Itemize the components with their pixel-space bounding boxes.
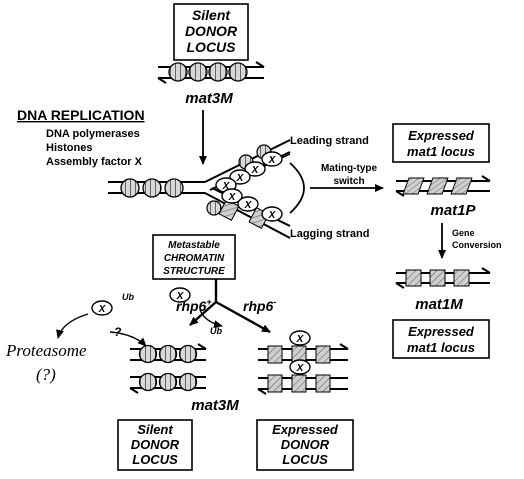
- svg-text:X: X: [268, 155, 277, 166]
- top-box-line-2: DONOR: [185, 23, 238, 39]
- factor-x-ub: [91, 300, 113, 316]
- expressed-mat1-top-box: Expressed mat1 locus: [392, 123, 490, 163]
- svg-text:LOCUS: LOCUS: [132, 452, 178, 467]
- top-silent-donor-box: Silent DONOR LOCUS: [173, 3, 249, 61]
- ub-label-right: Ub: [210, 326, 222, 336]
- proteasome-label: Proteasome: [5, 341, 87, 360]
- svg-text:X: X: [244, 200, 253, 211]
- ub-label-left: Ub: [122, 292, 134, 302]
- top-box-line-3: LOCUS: [187, 39, 237, 55]
- rhp6-minus-label: rhp6-: [243, 297, 276, 314]
- svg-text:Expressed: Expressed: [408, 324, 475, 339]
- factor-x-free: [169, 287, 191, 303]
- svg-text:STRUCTURE: STRUCTURE: [163, 266, 225, 277]
- expressed-chromatin: X X: [257, 330, 349, 395]
- gene-conversion-label-1: Gene: [452, 228, 475, 238]
- svg-text:X: X: [268, 210, 277, 221]
- branch-plus-arrow: [189, 301, 217, 326]
- mat1p-label: mat1P: [430, 202, 476, 219]
- svg-text:X: X: [236, 173, 245, 184]
- silent-path-arrow: [109, 331, 147, 347]
- svg-text:DONOR: DONOR: [281, 437, 330, 452]
- svg-text:X: X: [296, 334, 305, 345]
- leading-strand-label: Leading strand: [290, 135, 369, 147]
- svg-text:Silent: Silent: [137, 422, 173, 437]
- dna-replication-title: DNA REPLICATION: [17, 107, 145, 123]
- bottom-mat3m-label: mat3M: [191, 397, 239, 414]
- svg-text:CHROMATIN: CHROMATIN: [164, 253, 225, 264]
- silent-donor-bottom-box: Silent DONOR LOCUS: [117, 419, 193, 471]
- ub-transfer-arrow: [199, 309, 223, 329]
- svg-text:X: X: [228, 192, 237, 203]
- top-mat3m-label: mat3M: [185, 90, 233, 107]
- expressed-donor-bottom-box: Expressed DONOR LOCUS: [256, 419, 354, 471]
- svg-text:X: X: [98, 304, 107, 315]
- proteasome-question-label: (?): [36, 365, 56, 384]
- svg-text:X: X: [176, 291, 185, 302]
- lagging-strand-label: Lagging strand: [290, 228, 369, 240]
- dna-replication-item-2: Histones: [46, 142, 92, 154]
- fork-bracket: [289, 162, 305, 214]
- svg-text:X: X: [222, 181, 231, 192]
- switch-label-1: Mating-type: [321, 163, 378, 174]
- svg-text:Expressed: Expressed: [272, 422, 339, 437]
- mat1m-dna-segment: [395, 267, 491, 289]
- mat1p-dna-segment: [395, 175, 491, 197]
- silent-chromatin: [129, 343, 207, 394]
- switch-label-2: switch: [333, 176, 364, 187]
- metastable-chromatin-box: Metastable CHROMATIN STRUCTURE: [152, 234, 236, 280]
- top-box-line-1: Silent: [192, 7, 231, 23]
- gene-conversion-label-2: Conversion: [452, 240, 502, 250]
- branch-minus-arrow: [215, 300, 271, 334]
- svg-text:X: X: [296, 363, 305, 374]
- svg-text:Expressed: Expressed: [408, 128, 475, 143]
- top-dna-segment: [157, 61, 265, 84]
- svg-text:mat1 locus: mat1 locus: [407, 144, 475, 159]
- proteasome-arrow: [56, 313, 89, 339]
- dna-replication-item-3: Assembly factor X: [46, 156, 143, 168]
- svg-text:X: X: [251, 165, 260, 176]
- question-mark: ?: [114, 325, 122, 339]
- svg-text:DONOR: DONOR: [131, 437, 180, 452]
- replication-fork: X X X X X X X: [108, 139, 291, 239]
- expressed-mat1-bottom-box: Expressed mat1 locus: [392, 319, 490, 359]
- svg-text:mat1 locus: mat1 locus: [407, 340, 475, 355]
- svg-text:LOCUS: LOCUS: [282, 452, 328, 467]
- mat1m-label: mat1M: [415, 296, 463, 313]
- factor-x-group: X X X X X X X: [215, 151, 283, 222]
- dna-replication-item-1: DNA polymerases: [46, 128, 140, 140]
- svg-text:Metastable: Metastable: [168, 240, 220, 251]
